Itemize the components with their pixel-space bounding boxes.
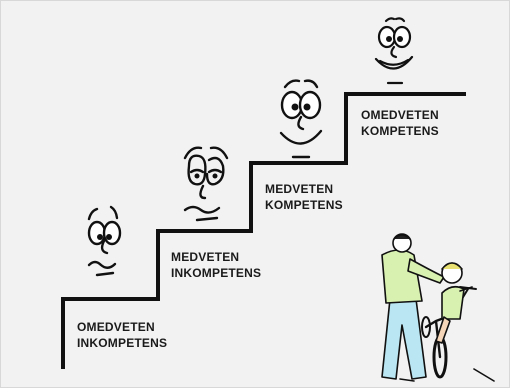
step-label-2: MEDVETEN INKOMPETENS [171,249,261,281]
happy-face-icon [279,79,323,159]
step-label-4-line1: OMEDVETEN [361,108,439,122]
step-label-1: OMEDVETEN INKOMPETENS [77,319,167,351]
step-label-2-line2: INKOMPETENS [171,266,262,280]
confused-face-icon [87,205,122,277]
step-label-4: OMEDVETEN KOMPETENS [361,107,439,139]
smiling-face-icon [374,17,414,85]
step-label-3-line1: MEDVETEN [265,182,334,196]
step-label-1-line2: INKOMPETENS [77,336,168,350]
sad-face-icon [183,146,229,222]
father-teaching-child-bicycle-icon [381,233,495,382]
step-label-2-line1: MEDVETEN [171,250,240,264]
step-label-1-line1: OMEDVETEN [77,320,155,334]
step-label-4-line2: KOMPETENS [361,124,439,138]
step-label-3-line2: KOMPETENS [265,198,343,212]
step-label-3: MEDVETEN KOMPETENS [265,181,343,213]
